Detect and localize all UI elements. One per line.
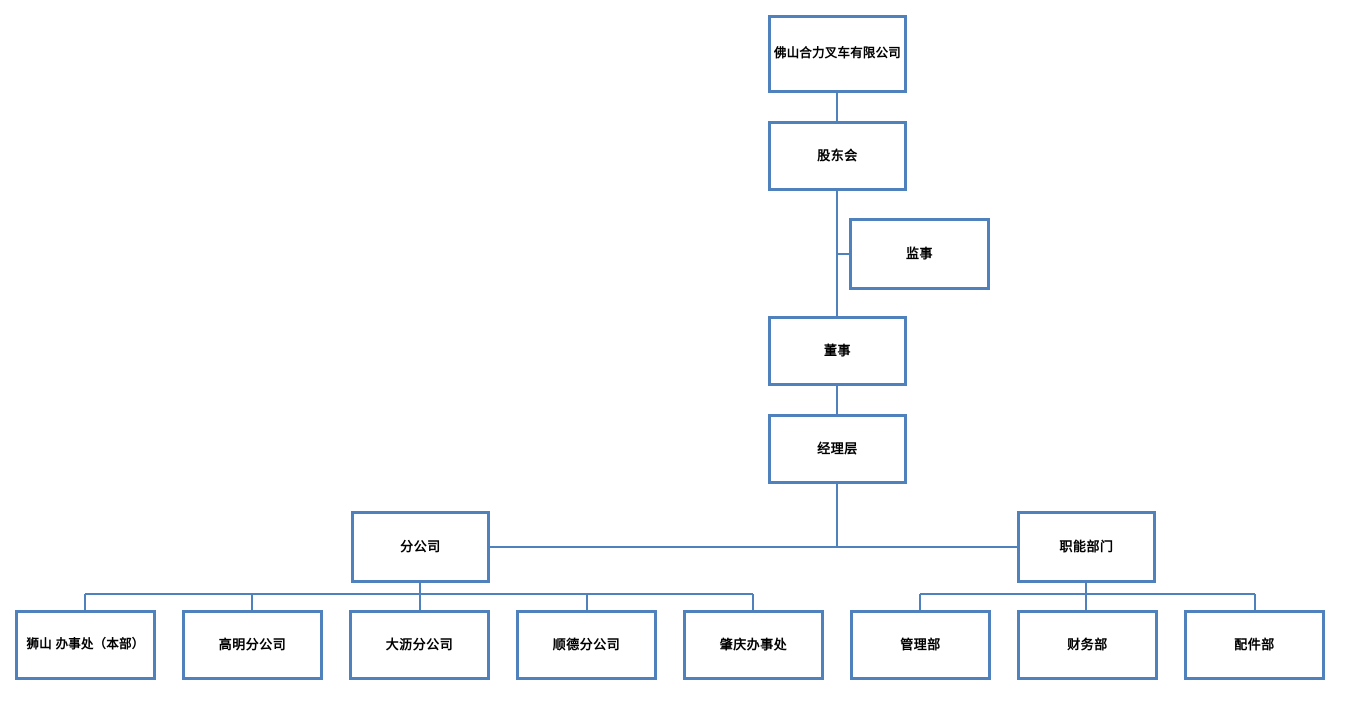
- org-node-label-zhaoqing-office: 肇庆办事处: [719, 636, 788, 652]
- org-node-shishan-office[interactable]: 狮山 办事处（本部）: [15, 610, 156, 680]
- org-node-label-gaoming-branch: 高明分公司: [218, 636, 287, 652]
- org-node-finance-dept[interactable]: 财务部: [1017, 610, 1158, 680]
- org-node-management-dept[interactable]: 管理部: [850, 610, 991, 680]
- org-node-supervisor[interactable]: 监事: [849, 218, 990, 290]
- org-node-label-functional-departments: 职能部门: [1059, 538, 1114, 554]
- org-node-branch-companies[interactable]: 分公司: [351, 511, 490, 583]
- org-node-label-management-dept: 管理部: [900, 636, 941, 652]
- org-node-director[interactable]: 董事: [768, 316, 907, 386]
- org-node-label-shunde-branch: 顺德分公司: [552, 636, 621, 652]
- org-node-label-finance-dept: 财务部: [1067, 636, 1108, 652]
- org-node-company[interactable]: 佛山合力叉车有限公司: [768, 15, 907, 93]
- org-node-gaoming-branch[interactable]: 高明分公司: [182, 610, 323, 680]
- org-node-label-parts-dept: 配件部: [1234, 636, 1275, 652]
- org-node-label-company: 佛山合力叉车有限公司: [774, 46, 902, 61]
- org-node-label-dali-branch: 大沥分公司: [385, 636, 454, 652]
- org-node-management[interactable]: 经理层: [768, 414, 907, 484]
- org-node-shunde-branch[interactable]: 顺德分公司: [516, 610, 657, 680]
- org-node-label-supervisor: 监事: [905, 245, 933, 261]
- org-node-dali-branch[interactable]: 大沥分公司: [349, 610, 490, 680]
- org-node-parts-dept[interactable]: 配件部: [1184, 610, 1325, 680]
- org-node-functional-departments[interactable]: 职能部门: [1017, 511, 1156, 583]
- org-node-zhaoqing-office[interactable]: 肇庆办事处: [683, 610, 824, 680]
- org-node-label-shareholders: 股东会: [817, 147, 858, 163]
- org-node-label-director: 董事: [823, 342, 851, 358]
- org-node-label-management: 经理层: [817, 440, 858, 456]
- org-node-label-branch-companies: 分公司: [400, 538, 441, 554]
- org-node-shareholders[interactable]: 股东会: [768, 121, 907, 191]
- org-node-label-shishan-office: 狮山 办事处（本部）: [26, 637, 145, 652]
